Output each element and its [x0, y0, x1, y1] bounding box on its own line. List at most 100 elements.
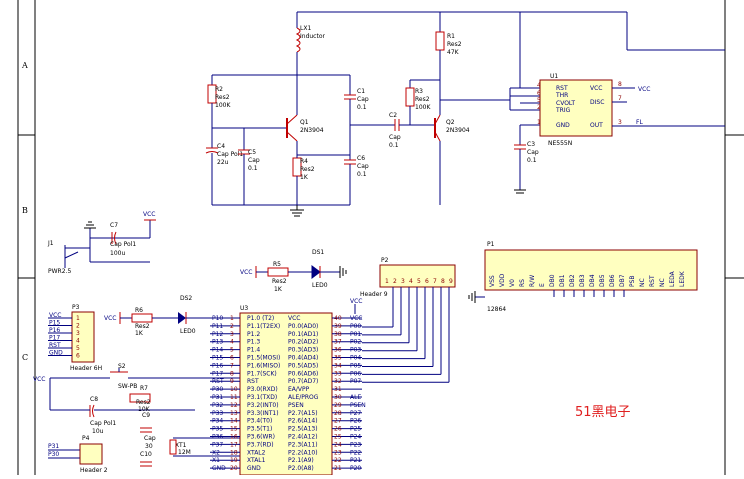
led-ds1-circuit: VCC R5 Res2 1K DS1 LED0 [240, 249, 347, 293]
u3-net-left: P17 [212, 370, 223, 377]
p3-net: VCC [49, 312, 61, 319]
u3-net-right: ALE [350, 394, 361, 401]
u1-pin-disc: DISC [590, 99, 604, 106]
p2-pin-7: 7 [433, 278, 437, 285]
u3-net-right: P23 [350, 441, 361, 448]
p3-value: Header 6H [70, 365, 102, 372]
u3-net-right: P00 [350, 323, 361, 330]
q2-value: 2N3904 [446, 127, 470, 134]
s2-value: SW-PB [118, 383, 137, 390]
u3-pin-name: P0.4(AD4) [288, 355, 318, 362]
u3-pin-name: P3.7(RD) [247, 441, 274, 448]
u1-pin-num-5: 5 [537, 97, 541, 104]
u3-pin-name: P0.2(AD2) [288, 339, 318, 346]
c1-ref: C1 [357, 88, 365, 95]
u3-net-right: P05 [350, 362, 361, 369]
p3-pin-number: 2 [76, 323, 80, 330]
c7-type: Cap Pol1 [110, 241, 136, 248]
u3-pin-name: P2.0(A8) [288, 465, 314, 472]
c9-ref: C9 [142, 412, 150, 419]
ds1-vcc-net: VCC [240, 269, 252, 276]
c5-value: 0.1 [248, 165, 258, 172]
r4-value: 1K [300, 174, 309, 181]
c2-ref: C2 [389, 112, 397, 119]
u3-pin-number: 11 [230, 394, 238, 401]
u3-pin-name: EA/VPP [288, 386, 310, 393]
p3-net: P17 [49, 335, 60, 342]
u3-pin-name: P2.2(A10) [288, 449, 318, 456]
c5-type: Cap [248, 157, 260, 164]
oscillator-circuit: LX1 Inductor R2 Res2 100K Q1 2N3904 C1 C… [205, 11, 725, 217]
p1-pin-label: V0 [509, 279, 516, 287]
u3-pin-name: P3.1(TXD) [247, 394, 277, 401]
q1-value: 2N3904 [300, 127, 324, 134]
u1-pin-gnd: GND [556, 122, 570, 129]
j1-value: PWR2.5 [48, 268, 71, 275]
u1-ref: U1 [550, 73, 558, 80]
u3-net-left: P13 [212, 339, 223, 346]
c3-capacitor: C3 Cap 0.1 [514, 141, 539, 194]
p4-net-p31: P31 [48, 443, 59, 450]
u3-pin-name: P2.7(A15) [288, 410, 318, 417]
u3-net-right: P02 [350, 339, 361, 346]
u3-net-right: P26 [350, 418, 361, 425]
r2-ref: R2 [215, 86, 223, 93]
p3-pin-number: 6 [76, 353, 80, 360]
u3-pin-number: 31 [334, 386, 342, 393]
u3-pin-name: P0.6(AD6) [288, 370, 318, 377]
ne555-chip: U1 RST THR CVOLT TRIG GND VCC DISC OUT N… [537, 73, 725, 147]
u3-pin-name: P3.4(T0) [247, 418, 272, 425]
u3-pin-name: P0.5(AD5) [288, 362, 318, 369]
c6-ref: C6 [357, 155, 365, 162]
p3-pin-number: 5 [76, 345, 80, 352]
c8-type: Cap Pol1 [90, 420, 116, 427]
u3-pin-name: P3.2(INT0) [247, 402, 279, 409]
u3-net-right: P07 [350, 378, 361, 385]
p1-pin-label: DB0 [549, 274, 556, 287]
p1-pin-label: DB1 [559, 274, 566, 287]
r3-ref: R3 [415, 88, 423, 95]
c2-type: Cap [389, 134, 401, 141]
r6-value: 1K [135, 330, 144, 337]
u3-pin-name: P2.6(A14) [288, 418, 318, 425]
ds2-vcc-net: VCC [104, 315, 116, 322]
u3-pin-name: P2.5(A13) [288, 426, 318, 433]
u1-pin-trig: TRIG [555, 107, 571, 114]
u3-net-left: X1 [212, 457, 220, 464]
u3-net-left: P31 [212, 394, 223, 401]
p3-net: P16 [49, 327, 60, 334]
u3-net-right: PSEN [350, 402, 366, 409]
u3-pin-number: 26 [334, 426, 342, 433]
u3-pin-number: 5 [230, 347, 234, 354]
p1-pin-label: LEDK [679, 270, 686, 287]
p1-ref: P1 [487, 241, 495, 248]
p4-net-p30: P30 [48, 451, 59, 458]
lx1-ref: LX1 [300, 25, 311, 32]
r1-value: 47K [447, 49, 460, 56]
q1-ref: Q1 [300, 119, 309, 126]
u3-pin-name: ALE/PROG [288, 394, 319, 401]
lx1-value: Inductor [300, 33, 326, 40]
p1-pin-label: DB6 [609, 274, 616, 287]
u3-pin-number: 9 [230, 378, 234, 385]
c9-value: 30 [145, 443, 153, 450]
u3-pin-name: P1.4 [247, 347, 260, 354]
u3-pin-name: P3.6(WR) [247, 434, 275, 441]
c6-value: 0.1 [357, 171, 367, 178]
power-vcc-net: VCC [143, 211, 155, 218]
j1-ref: J1 [47, 240, 54, 247]
c7-ref: C7 [110, 222, 118, 229]
u1-pin-num-4: 4 [537, 82, 541, 89]
r1-resistor [435, 31, 445, 51]
u3-net-right: P20 [350, 465, 361, 472]
c3-type: Cap [527, 149, 539, 156]
u3-pin-name: XTAL1 [247, 457, 266, 464]
u3-pin-name: P1.3 [247, 339, 260, 346]
header-p4: P4 P31 P30 Header 2 [48, 435, 108, 474]
c10-ref: C10 [140, 451, 152, 458]
r2-value: 100K [215, 102, 231, 109]
zone-label-b: B [22, 206, 28, 215]
r5-value: 1K [274, 286, 283, 293]
